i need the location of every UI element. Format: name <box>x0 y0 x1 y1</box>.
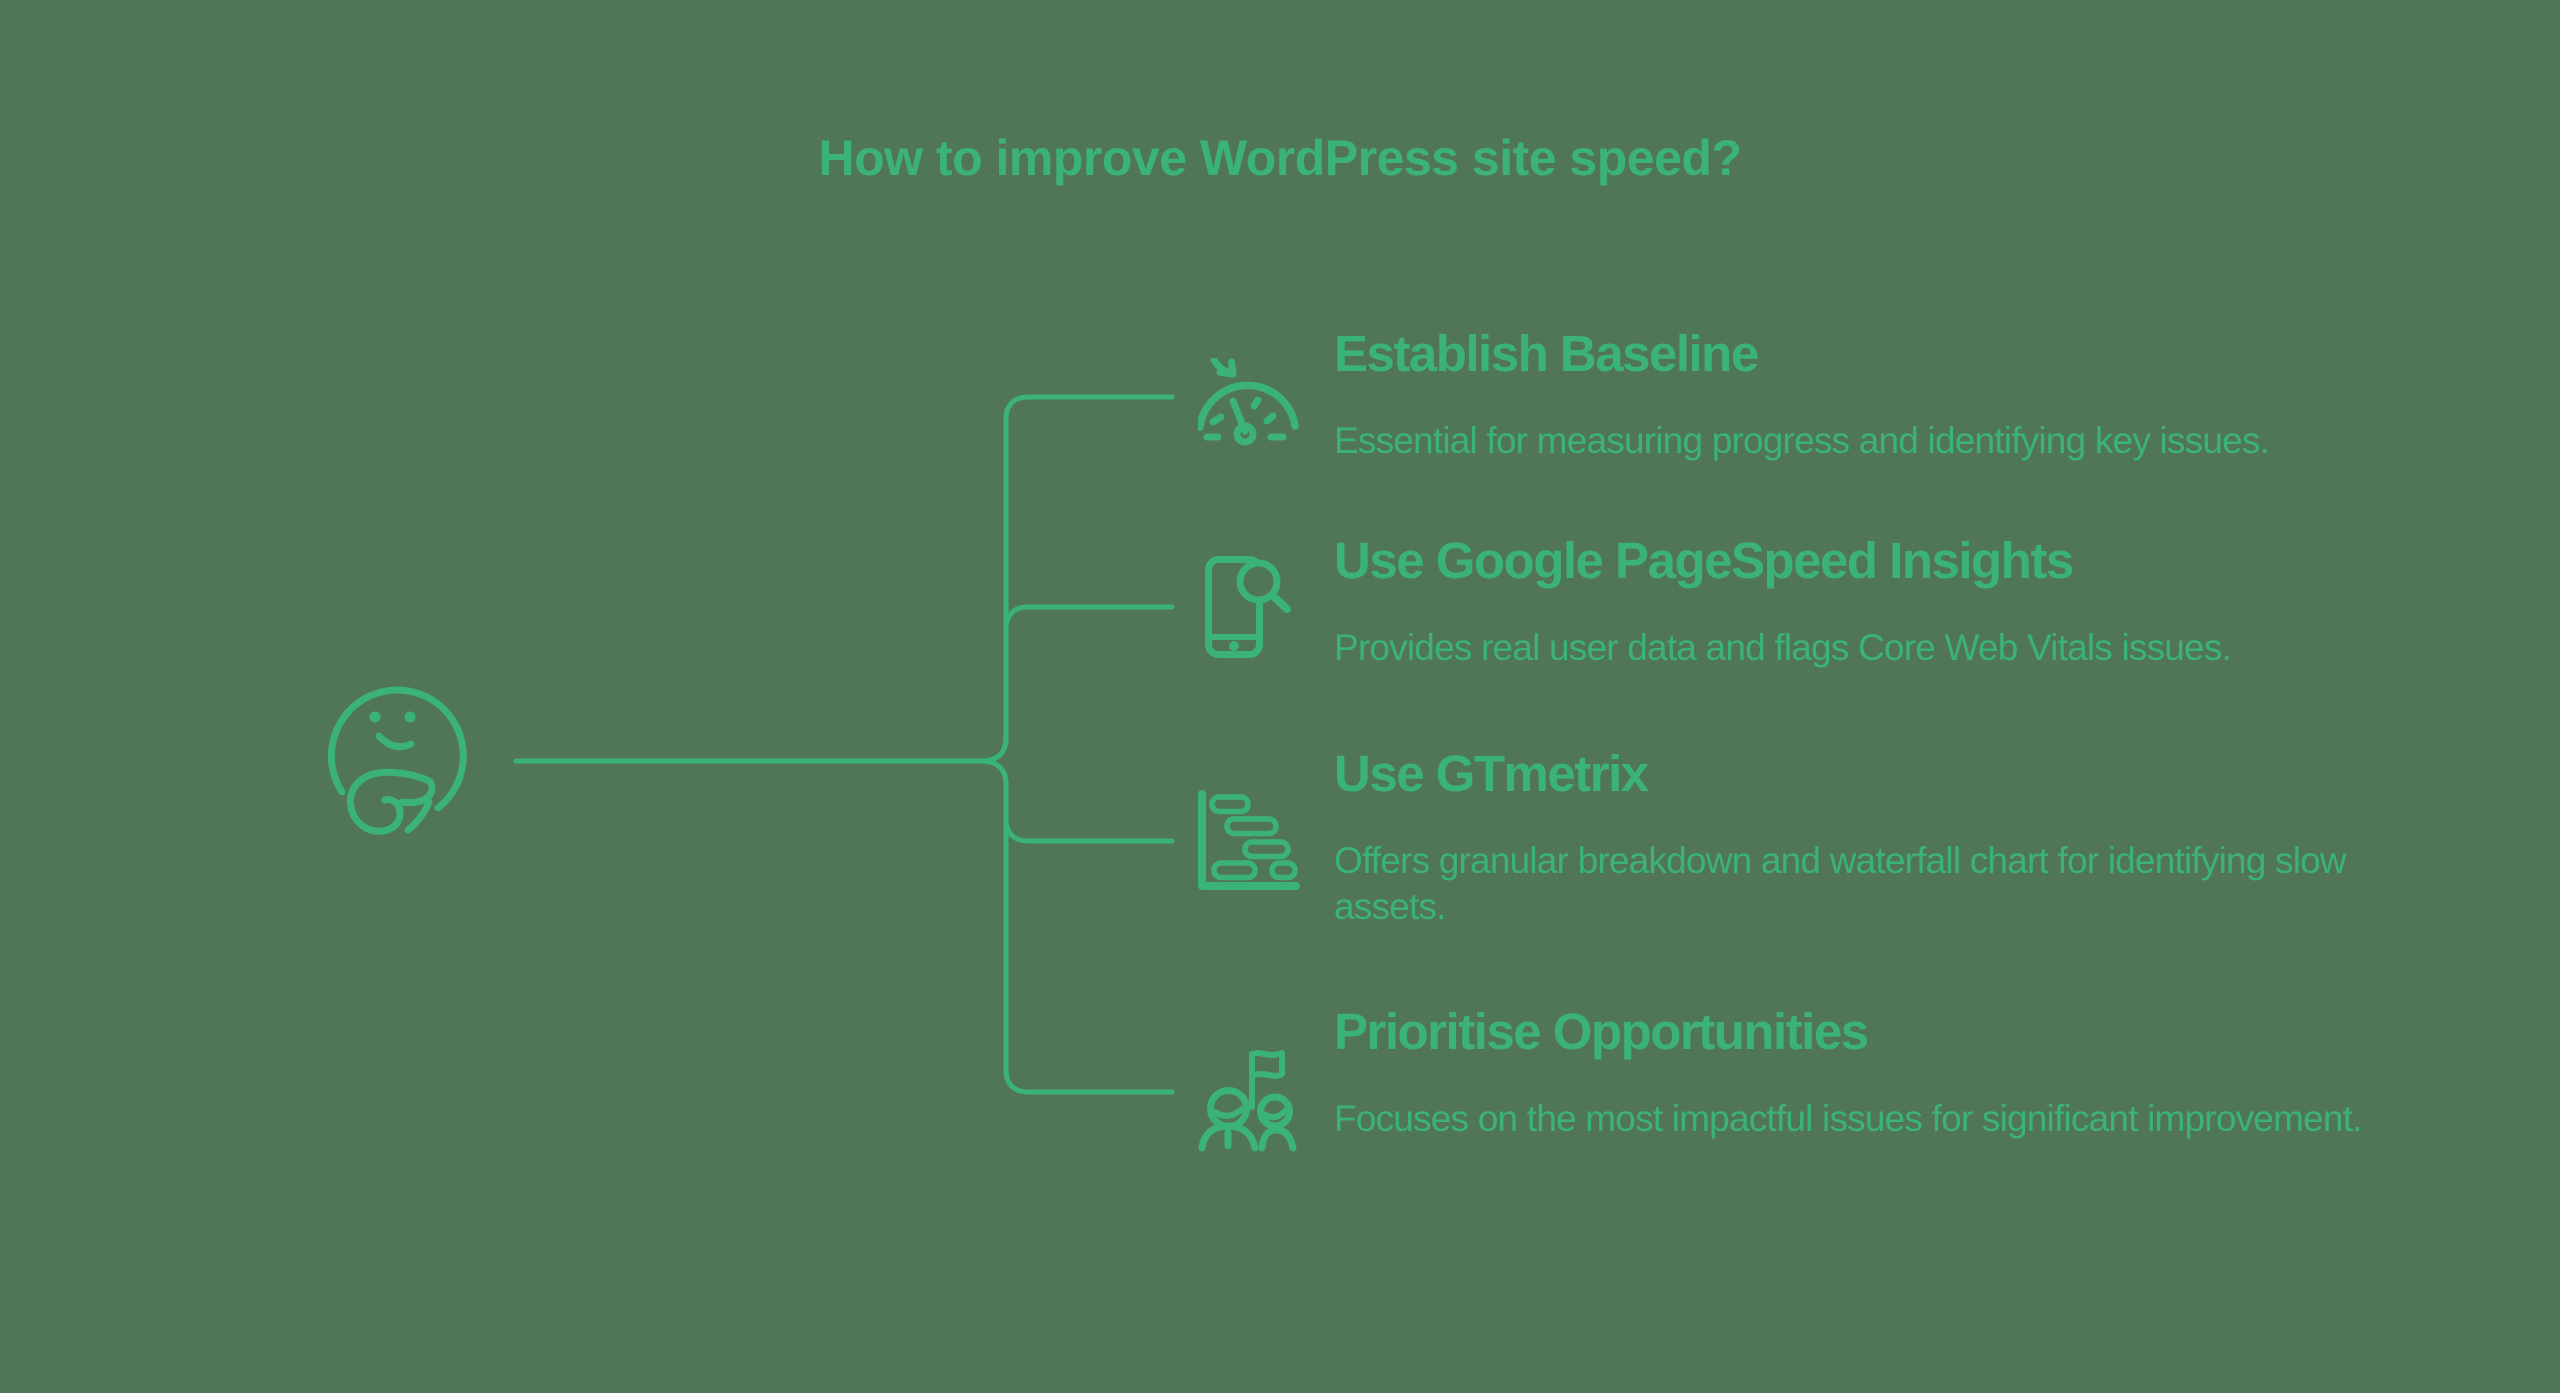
item-title: Prioritise Opportunities <box>1334 1003 1869 1060</box>
item-prioritise-opportunities: Prioritise Opportunities Focuses on the … <box>1334 1004 2549 1142</box>
item-description: Focuses on the most impactful issues for… <box>1334 1098 2362 1139</box>
item-pagespeed-insights: Use Google PageSpeed Insights Provides r… <box>1334 533 2549 671</box>
team-flag-icon <box>1198 1050 1297 1152</box>
item-establish-baseline: Establish Baseline Essential for measuri… <box>1334 326 2549 464</box>
item-gtmetrix: Use GTmetrix Offers granular breakdown a… <box>1334 746 2549 930</box>
page-title: How to improve WordPress site speed? <box>818 130 1742 186</box>
item-description: Offers granular breakdown and waterfall … <box>1334 840 2347 927</box>
phone-search-icon <box>1205 556 1291 658</box>
item-description: Essential for measuring progress and ide… <box>1334 420 2270 461</box>
item-title: Use GTmetrix <box>1334 745 1649 802</box>
waterfall-chart-icon <box>1198 790 1300 890</box>
thinking-face-icon <box>327 686 467 835</box>
speedometer-icon <box>1198 358 1299 446</box>
item-title: Use Google PageSpeed Insights <box>1334 532 2074 589</box>
item-title: Establish Baseline <box>1334 325 1759 382</box>
item-description: Provides real user data and flags Core W… <box>1334 627 2232 668</box>
